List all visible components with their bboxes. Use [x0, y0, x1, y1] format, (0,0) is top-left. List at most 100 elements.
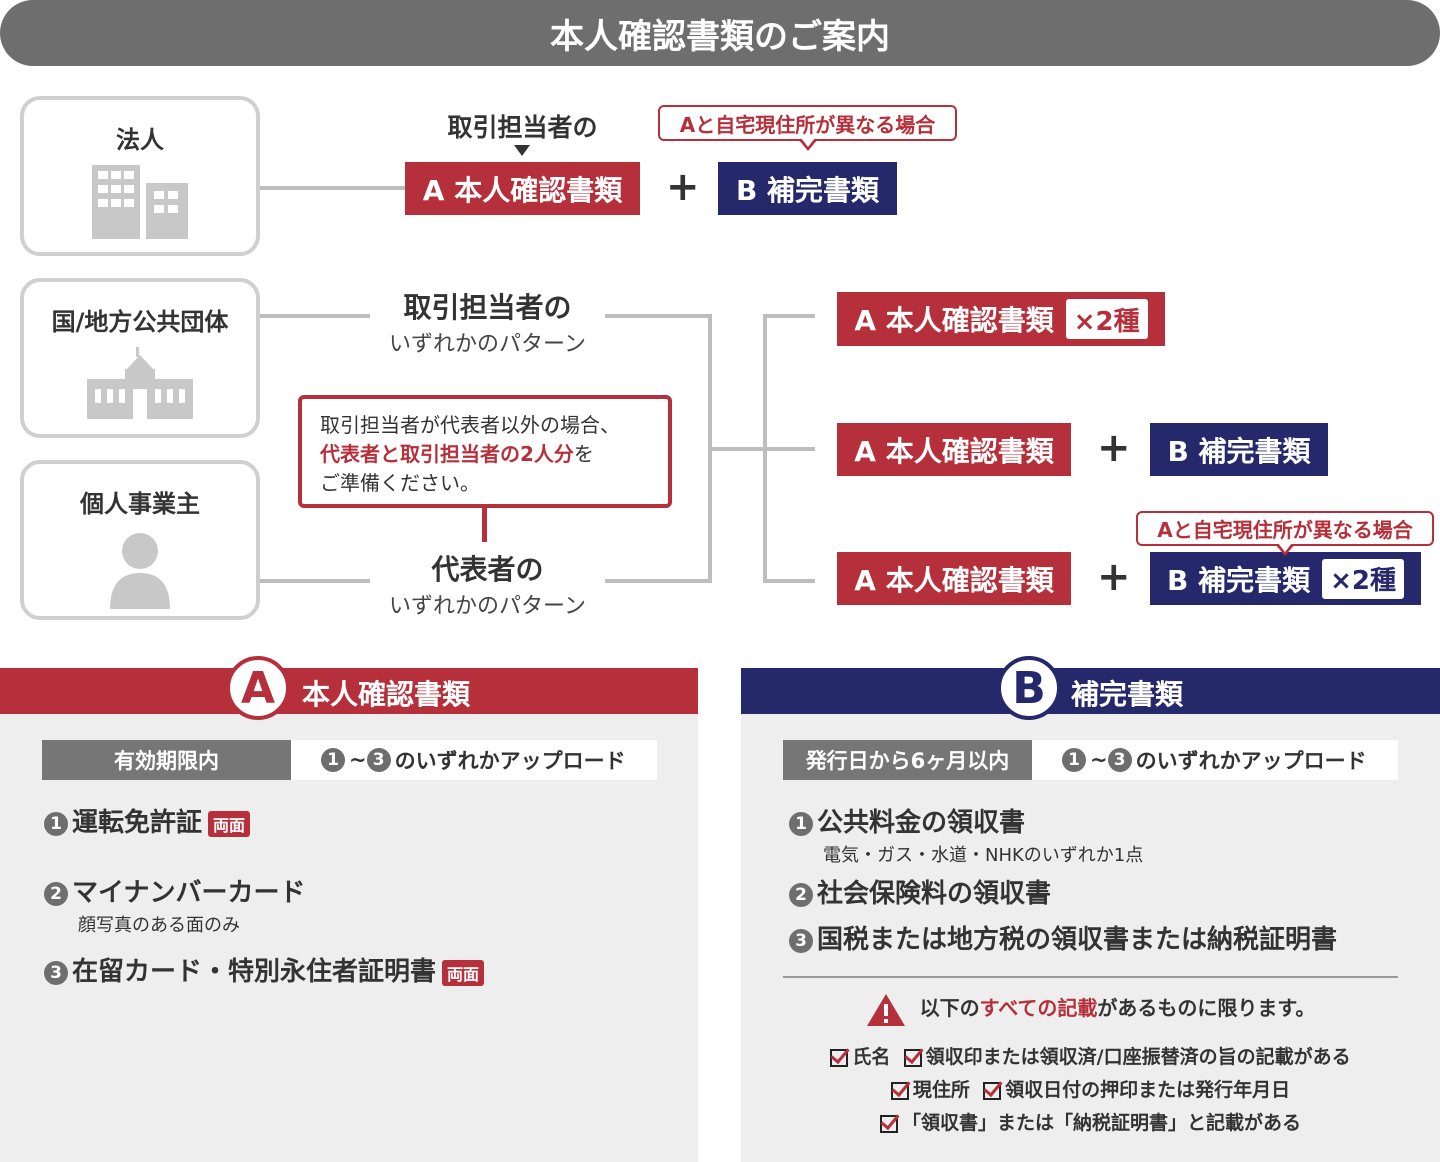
checklist-row: 現住所 領収日付の押印または発行年月日 [741, 1075, 1440, 1102]
number-badge: 3 [789, 928, 813, 953]
entity-corporate: 法人 [20, 96, 260, 256]
item-label: 運転免許証 [72, 808, 203, 838]
option-2-doc-b: B 補完書類 [1150, 423, 1328, 476]
agent-pattern-label: 取引担当者のいずれかのパターン [370, 286, 605, 358]
doc-a-box: A 本人確認書類 [405, 162, 640, 215]
page-title: 本人確認書類のご案内 [0, 0, 1440, 66]
number-badge: 3 [44, 960, 68, 985]
option-1-doc-a: A 本人確認書類 ×2種 [837, 292, 1165, 346]
both-sides-tag: 両面 [208, 810, 251, 837]
number-badge: 2 [789, 882, 813, 907]
letter-a-icon: A [226, 656, 290, 720]
warning-line: 以下のすべての記載があるものに限ります。 [741, 992, 1440, 1027]
checkbox-checked-icon [879, 1114, 898, 1133]
number-badge: 1 [789, 811, 813, 836]
note-text: を [573, 442, 594, 466]
address-callout: Aと自宅現住所が異なる場合 [658, 105, 957, 151]
item-label: マイナンバーカード [72, 878, 306, 908]
tilde: ~ [349, 748, 367, 772]
option-3-doc-a: A 本人確認書類 [837, 552, 1071, 605]
option-3-doc-b: B 補完書類 ×2種 [1150, 552, 1421, 605]
condition-label: 発行日から6ヶ月以内 [783, 740, 1032, 780]
condition-label: 有効期限内 [42, 740, 291, 780]
connector-line [708, 447, 815, 451]
checklist-row: 「領収書」または「納税証明書」と記載がある [741, 1108, 1440, 1135]
panel-header: A 本人確認書類 [0, 656, 698, 720]
warning-highlight: すべての記載 [979, 996, 1098, 1020]
note-text: ご準備ください。 [320, 471, 480, 495]
two-person-note: 取引担当者が代表者以外の場合、 代表者と取引担当者の2人分を ご準備ください。 [298, 395, 672, 508]
count-badge: ×2種 [1065, 299, 1148, 339]
check-item: 「領収書」または「納税証明書」と記載がある [901, 1112, 1301, 1134]
item-note: 顔写真のある面のみ [78, 915, 240, 936]
item-label: 国税または地方税の領収書または納税証明書 [817, 925, 1338, 955]
rep-pattern-label: 代表者のいずれかのパターン [370, 548, 605, 620]
item-note: 電気・ガス・水道・NHKのいずれか1点 [823, 845, 1144, 866]
panel-title: 補完書類 [1071, 678, 1184, 711]
tilde: ~ [1090, 748, 1108, 772]
entity-government: 国/地方公共団体 [20, 278, 260, 438]
warning-text: があるものに限ります。 [1097, 996, 1316, 1020]
bracket-line [763, 314, 815, 318]
count-badge: ×2種 [1322, 558, 1404, 599]
plus-sign: + [666, 164, 700, 210]
plus-sign: + [1097, 554, 1131, 600]
number-badge: 1 [1062, 748, 1086, 772]
option-2-doc-a: A 本人確認書類 [837, 423, 1071, 476]
doc-b-box: B 補完書類 [718, 162, 897, 215]
pattern-title: 取引担当者の [403, 291, 572, 324]
plus-sign: + [1097, 425, 1131, 471]
entity-label: 個人事業主 [80, 490, 200, 518]
check-item: 氏名 [852, 1046, 891, 1068]
panel-header: B 補完書類 [741, 656, 1440, 720]
checkbox-checked-icon [983, 1081, 1002, 1100]
doc-label: A 本人確認書類 [854, 304, 1054, 337]
address-callout: Aと自宅現住所が異なる場合 [1136, 511, 1434, 556]
bracket-line [763, 314, 767, 583]
public-building-icon [87, 347, 193, 419]
connector-line [260, 186, 406, 190]
entity-sole-proprietor: 個人事業主 [20, 460, 260, 620]
both-sides-tag: 両面 [442, 959, 485, 986]
item-label: 公共料金の領収書 [817, 808, 1026, 838]
bracket-line [763, 579, 815, 583]
item-label: 在留カード・特別永住者証明書 [72, 957, 437, 987]
checkbox-checked-icon [903, 1048, 922, 1067]
note-connector [482, 508, 487, 542]
checkbox-checked-icon [830, 1048, 849, 1067]
pattern-title: 代表者の [431, 553, 544, 586]
number-badge: 3 [1107, 748, 1132, 772]
note-highlight: 代表者と取引担当者の2人分 [320, 442, 574, 466]
letter-b-icon: B [997, 656, 1061, 720]
office-building-icon [92, 165, 188, 239]
checklist-row: 氏名 領収印または領収済/口座振替済の旨の記載がある [741, 1042, 1440, 1069]
entity-label: 国/地方公共団体 [51, 308, 229, 336]
check-item: 領収印または領収済/口座振替済の旨の記載がある [925, 1046, 1351, 1068]
check-item: 領収日付の押印または発行年月日 [1005, 1079, 1291, 1101]
down-arrow-icon [514, 145, 530, 164]
number-badge: 3 [366, 748, 391, 772]
person-icon [110, 533, 170, 609]
entity-label: 法人 [116, 126, 164, 154]
number-badge: 2 [44, 881, 68, 906]
pattern-subtitle: いずれかのパターン [389, 594, 586, 619]
item-label: 社会保険料の領収書 [817, 879, 1052, 909]
doc-label: B 補完書類 [1167, 563, 1311, 597]
warning-icon [866, 993, 905, 1026]
panel-title: 本人確認書類 [302, 678, 471, 711]
warning-text: 以下の [919, 996, 980, 1020]
number-badge: 1 [321, 748, 345, 772]
checkbox-checked-icon [890, 1081, 909, 1100]
note-text: 取引担当者が代表者以外の場合、 [320, 413, 620, 437]
number-badge: 1 [44, 811, 68, 836]
